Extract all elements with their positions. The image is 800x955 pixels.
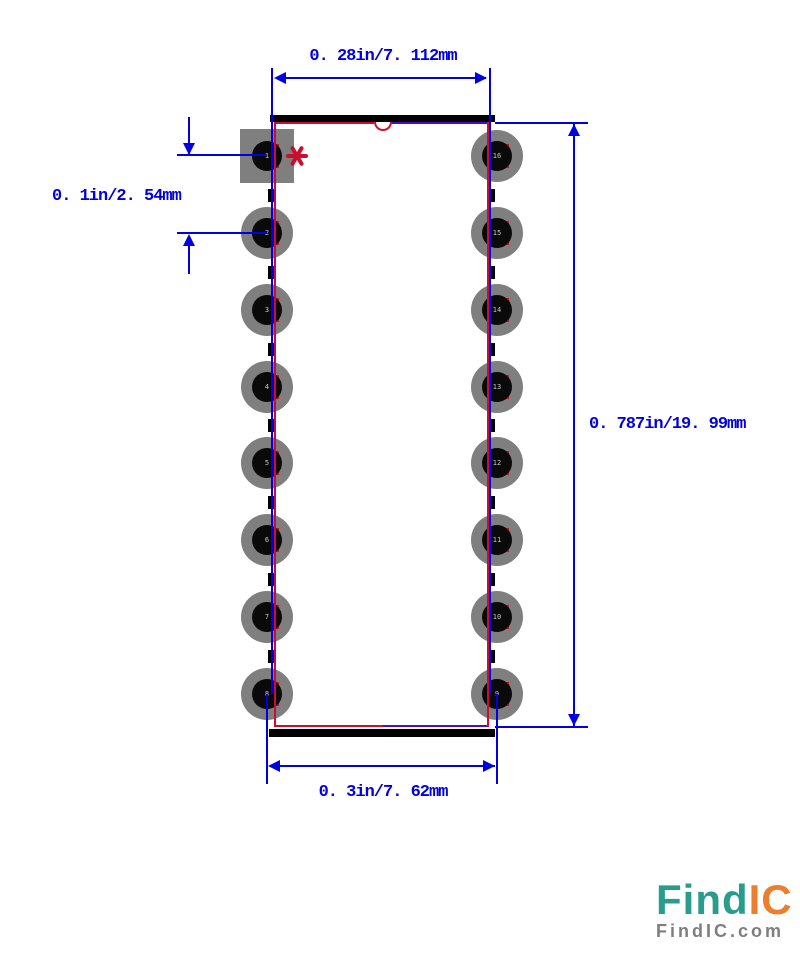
pad-7: 7 <box>241 591 293 643</box>
pin-number-label: 14 <box>492 306 502 314</box>
pin-number-label: 1 <box>264 152 270 160</box>
drill-hole: 1 <box>252 141 282 171</box>
pin-number-label: 13 <box>492 383 502 391</box>
logo-text-find: Find <box>656 876 749 923</box>
dim-left-hline2 <box>177 232 267 234</box>
silkscreen-bottom-left <box>274 725 383 727</box>
dim-top-arrow-right <box>475 72 487 84</box>
pad-14: 14 <box>471 284 523 336</box>
pad-13: 13 <box>471 361 523 413</box>
pad-4: 4 <box>241 361 293 413</box>
dim-top-ext-right <box>489 68 491 694</box>
dim-top-line <box>276 77 486 79</box>
silkscreen-tick-right <box>488 573 495 586</box>
pad-1: 1 <box>240 129 294 183</box>
pad-15: 15 <box>471 207 523 259</box>
dim-left-arrow-down <box>183 143 195 155</box>
drill-hole: 5 <box>252 448 282 478</box>
silkscreen-tick-right <box>488 650 495 663</box>
silkscreen-tick-right <box>488 496 495 509</box>
pin-number-label: 16 <box>492 152 502 160</box>
silkscreen-tick-right <box>488 419 495 432</box>
dim-bottom-ext-right <box>496 694 498 784</box>
dim-left-vline2 <box>188 236 190 274</box>
findic-logo: FindIC FindIC.com <box>656 879 793 942</box>
logo-wordmark: FindIC <box>656 879 793 921</box>
pin-number-label: 2 <box>264 229 270 237</box>
pad-10: 10 <box>471 591 523 643</box>
pin-number-label: 5 <box>264 459 270 467</box>
silkscreen-right-edge <box>487 122 489 727</box>
pin-number-label: 3 <box>264 306 270 314</box>
silkscreen-left-edge <box>274 122 276 727</box>
drill-hole: 7 <box>252 602 282 632</box>
dim-top-ext-left <box>271 68 273 694</box>
drill-hole: 3 <box>252 295 282 325</box>
pad-6: 6 <box>241 514 293 566</box>
pin-number-label: 11 <box>492 536 502 544</box>
pad-12: 12 <box>471 437 523 489</box>
dim-top-label: 0. 28in/7. 112mm <box>309 47 457 66</box>
pad-16: 16 <box>471 130 523 182</box>
pin-number-label: 12 <box>492 459 502 467</box>
logo-tagline: FindIC.com <box>656 921 784 941</box>
dim-left-label: 0. 1in/2. 54mm <box>52 187 182 206</box>
pad-11: 11 <box>471 514 523 566</box>
dim-right-arrow-up <box>568 124 580 136</box>
dim-top-arrow-left <box>274 72 286 84</box>
drill-hole: 4 <box>252 372 282 402</box>
body-bottom-edge <box>269 729 495 737</box>
dim-bottom-arrow-left <box>268 760 280 772</box>
dim-left-vline1 <box>188 117 190 155</box>
silkscreen-tick-right <box>488 343 495 356</box>
silkscreen-bottom-right <box>383 725 489 727</box>
dim-left-hline1 <box>177 154 266 156</box>
pin-number-label: 7 <box>264 613 270 621</box>
silkscreen-top-right <box>391 122 489 124</box>
dim-right-ext-bottom <box>495 726 588 728</box>
silkscreen-top-left <box>274 122 374 124</box>
dim-right-arrow-down <box>568 714 580 726</box>
dim-bottom-label: 0. 3in/7. 62mm <box>318 783 449 802</box>
dim-right-vline <box>573 124 575 726</box>
pad-5: 5 <box>241 437 293 489</box>
dim-right-label: 0. 787in/19. 99mm <box>589 415 746 434</box>
dim-bottom-line <box>270 765 495 767</box>
dim-right-ext-top <box>495 122 588 124</box>
dim-bottom-ext-left <box>266 694 268 784</box>
pin-number-label: 15 <box>492 229 502 237</box>
logo-text-ic: IC <box>748 876 793 923</box>
pin-number-label: 4 <box>264 383 270 391</box>
pad-3: 3 <box>241 284 293 336</box>
silkscreen-tick-right <box>488 189 495 202</box>
pin-number-label: 10 <box>492 613 502 621</box>
pin-number-label: 6 <box>264 536 270 544</box>
silkscreen-tick-right <box>488 266 495 279</box>
dim-bottom-arrow-right <box>483 760 495 772</box>
drill-hole: 6 <box>252 525 282 555</box>
body-top-edge <box>270 115 495 122</box>
